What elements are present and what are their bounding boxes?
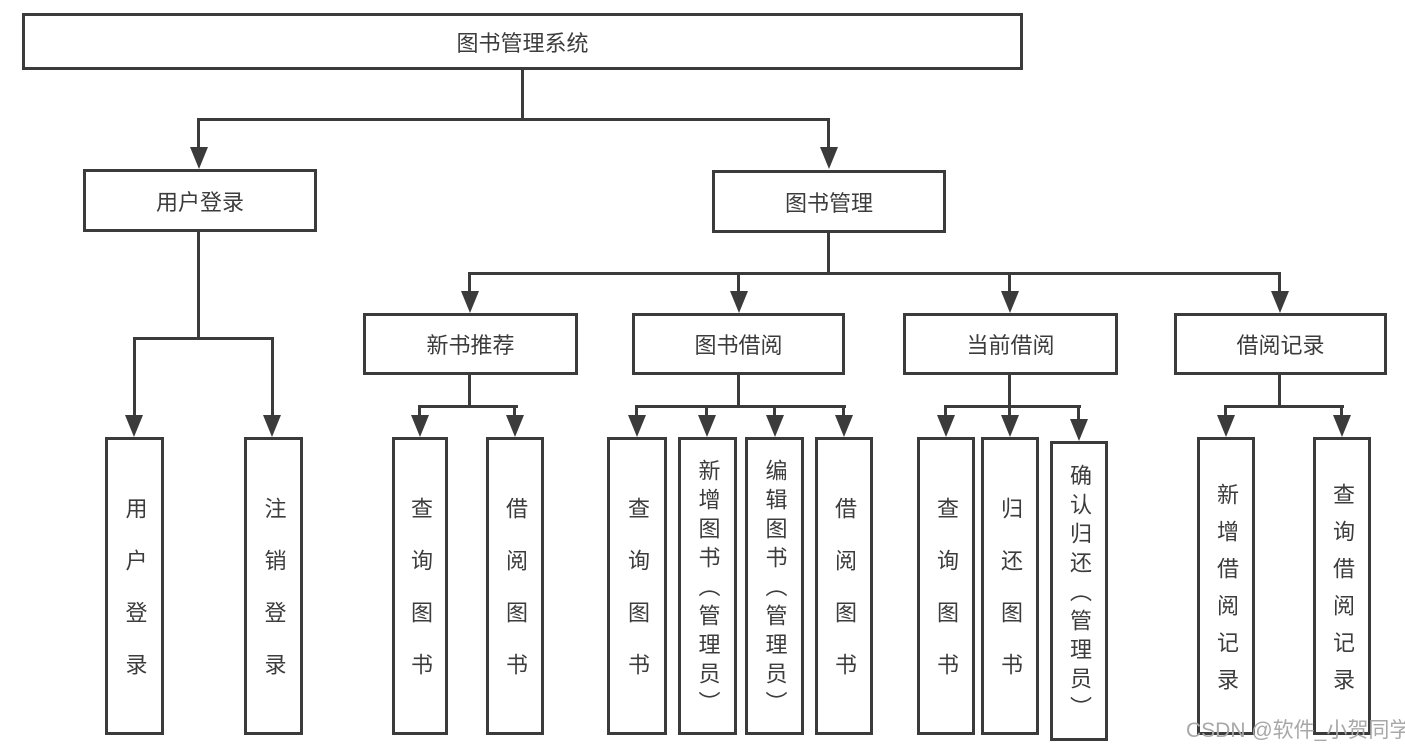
connector-line xyxy=(1278,374,1281,407)
connector-line xyxy=(1340,405,1343,418)
connector-line xyxy=(635,405,638,418)
leaf-br-add-record: 新增借阅记录 xyxy=(1197,437,1255,735)
connector-line xyxy=(827,118,830,151)
connector-line xyxy=(197,118,200,151)
connector-line xyxy=(773,405,776,418)
connector-line xyxy=(1008,374,1011,407)
node-label: 注销登录 xyxy=(261,497,287,705)
leaf-bb-edit-books-admin: 编辑图书（管理员） xyxy=(745,437,804,735)
connector-line xyxy=(1224,405,1344,408)
arrow-head xyxy=(1070,419,1088,441)
connector-line xyxy=(635,405,846,408)
leaf-logout: 注销登录 xyxy=(244,437,303,735)
node-label: 用户登录 xyxy=(122,497,148,705)
node-label: 查询图书 xyxy=(934,497,959,705)
node-label: 借阅记录 xyxy=(1236,333,1325,358)
arrow-head xyxy=(411,415,429,437)
connector-line xyxy=(521,70,524,120)
node-label: 图书借阅 xyxy=(694,333,783,358)
arrow-head xyxy=(766,415,784,437)
node-label: 编辑图书（管理员） xyxy=(762,459,788,720)
watermark: CSDN @软件_小贺同学 xyxy=(1186,719,1405,742)
arrow-head xyxy=(1217,415,1235,437)
connector-line xyxy=(1224,405,1227,418)
node-label: 新增图书（管理员） xyxy=(695,459,721,720)
connector-line xyxy=(133,337,136,419)
leaf-cb-confirm-return-admin: 确认归还（管理员） xyxy=(1050,441,1108,741)
leaf-cb-return-books: 归还图书 xyxy=(981,437,1039,735)
connector-line xyxy=(842,405,845,418)
arrow-head xyxy=(628,415,646,437)
arrow-head xyxy=(461,291,479,313)
connector-line xyxy=(827,232,830,274)
connector-line xyxy=(1278,272,1281,293)
node-label: 当前借阅 xyxy=(966,333,1055,358)
connector-line xyxy=(944,405,947,418)
connector-line xyxy=(197,231,200,339)
node-book-management: 图书管理 xyxy=(712,170,946,233)
leaf-br-query-record: 查询借阅记录 xyxy=(1313,437,1371,735)
arrow-head xyxy=(190,147,208,169)
arrow-head xyxy=(730,291,748,313)
arrow-head xyxy=(937,415,955,437)
arrow-head xyxy=(125,415,143,437)
node-current-borrow: 当前借阅 xyxy=(903,313,1118,375)
connector-line xyxy=(133,337,274,340)
arrow-head xyxy=(1001,415,1019,437)
arrow-head xyxy=(506,415,524,437)
node-label: 借阅图书 xyxy=(832,497,857,705)
arrow-head xyxy=(1001,291,1019,313)
node-new-book-recommend: 新书推荐 xyxy=(363,313,578,375)
node-label: 查询借阅记录 xyxy=(1330,482,1355,705)
arrow-head xyxy=(1271,291,1289,313)
leaf-cb-query-books: 查询图书 xyxy=(917,437,975,735)
connector-line xyxy=(1077,405,1080,422)
node-label: 新书推荐 xyxy=(426,333,515,358)
connector-line xyxy=(468,374,471,407)
connector-line xyxy=(468,272,471,293)
node-label: 确认归还（管理员） xyxy=(1067,464,1092,725)
arrow-head xyxy=(698,415,716,437)
node-user-login: 用户登录 xyxy=(83,169,317,232)
connector-line xyxy=(737,272,740,293)
connector-line xyxy=(1008,405,1011,418)
node-label: 归还图书 xyxy=(998,497,1023,705)
node-label: 图书管理系统 xyxy=(456,30,589,56)
leaf-bb-borrow-books: 借阅图书 xyxy=(815,437,873,735)
node-root: 图书管理系统 xyxy=(22,13,1023,70)
connector-line xyxy=(468,272,1281,275)
arrow-head xyxy=(263,415,281,437)
node-label: 查询图书 xyxy=(408,497,433,705)
node-label: 用户登录 xyxy=(155,189,244,215)
node-label: 图书管理 xyxy=(784,190,873,216)
connector-line xyxy=(737,374,740,407)
leaf-nb-query-books: 查询图书 xyxy=(392,437,448,735)
node-borrow-records: 借阅记录 xyxy=(1174,313,1387,375)
leaf-bb-add-books-admin: 新增图书（管理员） xyxy=(678,437,737,735)
connector-line xyxy=(271,337,274,419)
arrow-head xyxy=(835,415,853,437)
node-label: 查询图书 xyxy=(625,497,650,705)
arrow-head xyxy=(820,147,838,169)
arrow-head xyxy=(1333,415,1351,437)
node-label: 新增借阅记录 xyxy=(1214,482,1239,705)
node-label: 借阅图书 xyxy=(503,497,528,705)
connector-line xyxy=(944,405,1081,408)
connector-line xyxy=(418,405,421,418)
connector-line xyxy=(418,405,518,408)
leaf-nb-borrow-books: 借阅图书 xyxy=(486,437,544,735)
leaf-bb-query-books: 查询图书 xyxy=(607,437,667,735)
connector-line xyxy=(513,405,516,418)
node-book-borrow: 图书借阅 xyxy=(632,313,845,375)
connector-line xyxy=(197,118,830,121)
leaf-user-login: 用户登录 xyxy=(105,437,164,735)
connector-line xyxy=(1008,272,1011,293)
connector-line xyxy=(705,405,708,418)
